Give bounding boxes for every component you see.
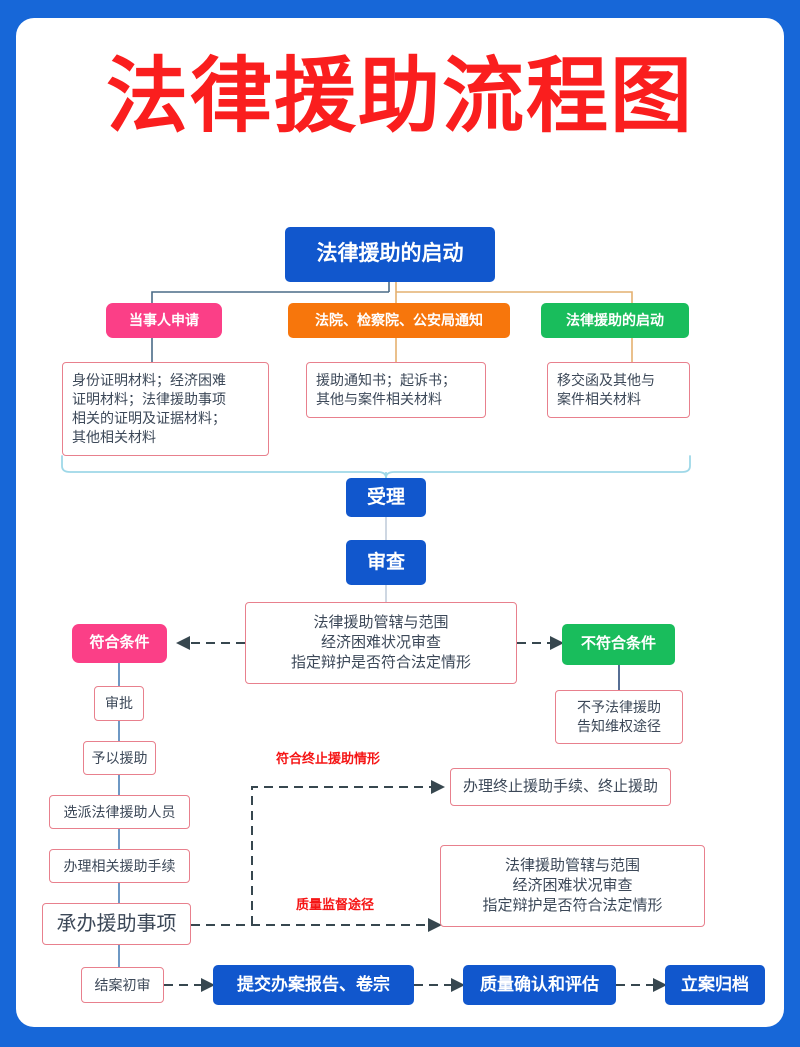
node-review-label: 审查 [366,551,405,573]
node-unqualified[interactable]: 不符合条件 [562,624,675,665]
label-quality-supervision: 质量监督途径 [296,897,375,912]
detail-applicant-materials: 身份证明材料；经济困难 证明材料；法律援助事项 相关的证明及证据材料； 其他相关… [62,362,269,456]
node-archive[interactable]: 立案归档 [665,965,765,1005]
node-qualified-label: 符合条件 [89,634,150,652]
flowchart-card: 法律援助流程图 法律援助的启动 当事人申请 法院、检察院、公安局通知 法律援助的… [16,18,784,1027]
node-grant-aid[interactable]: 予以援助 [83,741,156,775]
node-quality-confirm-label: 质量确认和评估 [480,974,599,994]
detail-transfer-materials: 移交函及其他与 案件相关材料 [547,362,690,418]
node-quality-confirm[interactable]: 质量确认和评估 [463,965,616,1005]
detail-rejection: 不予法律援助 告知维权途径 [555,690,683,744]
node-grant-aid-label: 予以援助 [91,749,148,766]
node-root[interactable]: 法律援助的启动 [285,227,495,282]
node-branch-authority-notice-label: 法院、检察院、公安局通知 [315,312,483,329]
detail-applicant-materials-text: 身份证明材料；经济困难 证明材料；法律援助事项 相关的证明及证据材料； 其他相关… [72,372,226,445]
node-accept-label: 受理 [366,486,405,508]
node-root-label: 法律援助的启动 [316,242,464,266]
node-terminate-aid-label: 办理终止援助手续、终止援助 [462,777,658,795]
node-assign-staff[interactable]: 选派法律援助人员 [49,795,190,829]
node-process-formalities-label: 办理相关援助手续 [63,857,176,874]
node-qualified[interactable]: 符合条件 [72,624,167,663]
node-archive-label: 立案归档 [681,974,749,994]
node-undertake-aid[interactable]: 承办援助事项 [42,903,191,945]
detail-transfer-materials-text: 移交函及其他与 案件相关材料 [557,372,655,407]
node-undertake-aid-label: 承办援助事项 [56,912,177,935]
box-quality-criteria: 法律援助管辖与范围 经济困难状况审查 指定辩护是否符合法定情形 [440,845,705,927]
node-branch-authority-notice[interactable]: 法院、检察院、公安局通知 [288,303,510,338]
flowchart-stage: 法律援助流程图 法律援助的启动 当事人申请 法院、检察院、公安局通知 法律援助的… [16,18,784,1027]
node-branch-applicant-label: 当事人申请 [129,312,199,329]
node-process-formalities[interactable]: 办理相关援助手续 [49,849,190,883]
node-approval[interactable]: 审批 [94,686,144,721]
node-branch-transfer-label: 法律援助的启动 [566,312,664,329]
label-terminate-condition: 符合终止援助情形 [276,751,381,766]
node-case-initial-review[interactable]: 结案初审 [81,967,164,1003]
node-accept[interactable]: 受理 [346,478,426,517]
box-review-criteria-text: 法律援助管辖与范围 经济困难状况审查 指定辩护是否符合法定情形 [290,613,471,672]
detail-rejection-text: 不予法律援助 告知维权途径 [577,699,661,734]
node-approval-label: 审批 [105,695,133,712]
detail-authority-materials: 援助通知书；起诉书； 其他与案件相关材料 [306,362,486,418]
page-title: 法律援助流程图 [105,51,694,142]
node-review[interactable]: 审查 [346,540,426,585]
node-branch-applicant[interactable]: 当事人申请 [106,303,222,338]
node-submit-report[interactable]: 提交办案报告、卷宗 [213,965,414,1005]
node-assign-staff-label: 选派法律援助人员 [63,803,176,820]
detail-authority-materials-text: 援助通知书；起诉书； 其他与案件相关材料 [316,372,456,407]
box-review-criteria: 法律援助管辖与范围 经济困难状况审查 指定辩护是否符合法定情形 [245,602,517,684]
node-unqualified-label: 不符合条件 [580,635,656,653]
node-terminate-aid[interactable]: 办理终止援助手续、终止援助 [450,768,671,806]
node-case-initial-review-label: 结案初审 [94,976,151,993]
box-quality-criteria-text: 法律援助管辖与范围 经济困难状况审查 指定辩护是否符合法定情形 [482,856,663,915]
node-branch-transfer[interactable]: 法律援助的启动 [541,303,689,338]
node-submit-report-label: 提交办案报告、卷宗 [237,974,390,994]
